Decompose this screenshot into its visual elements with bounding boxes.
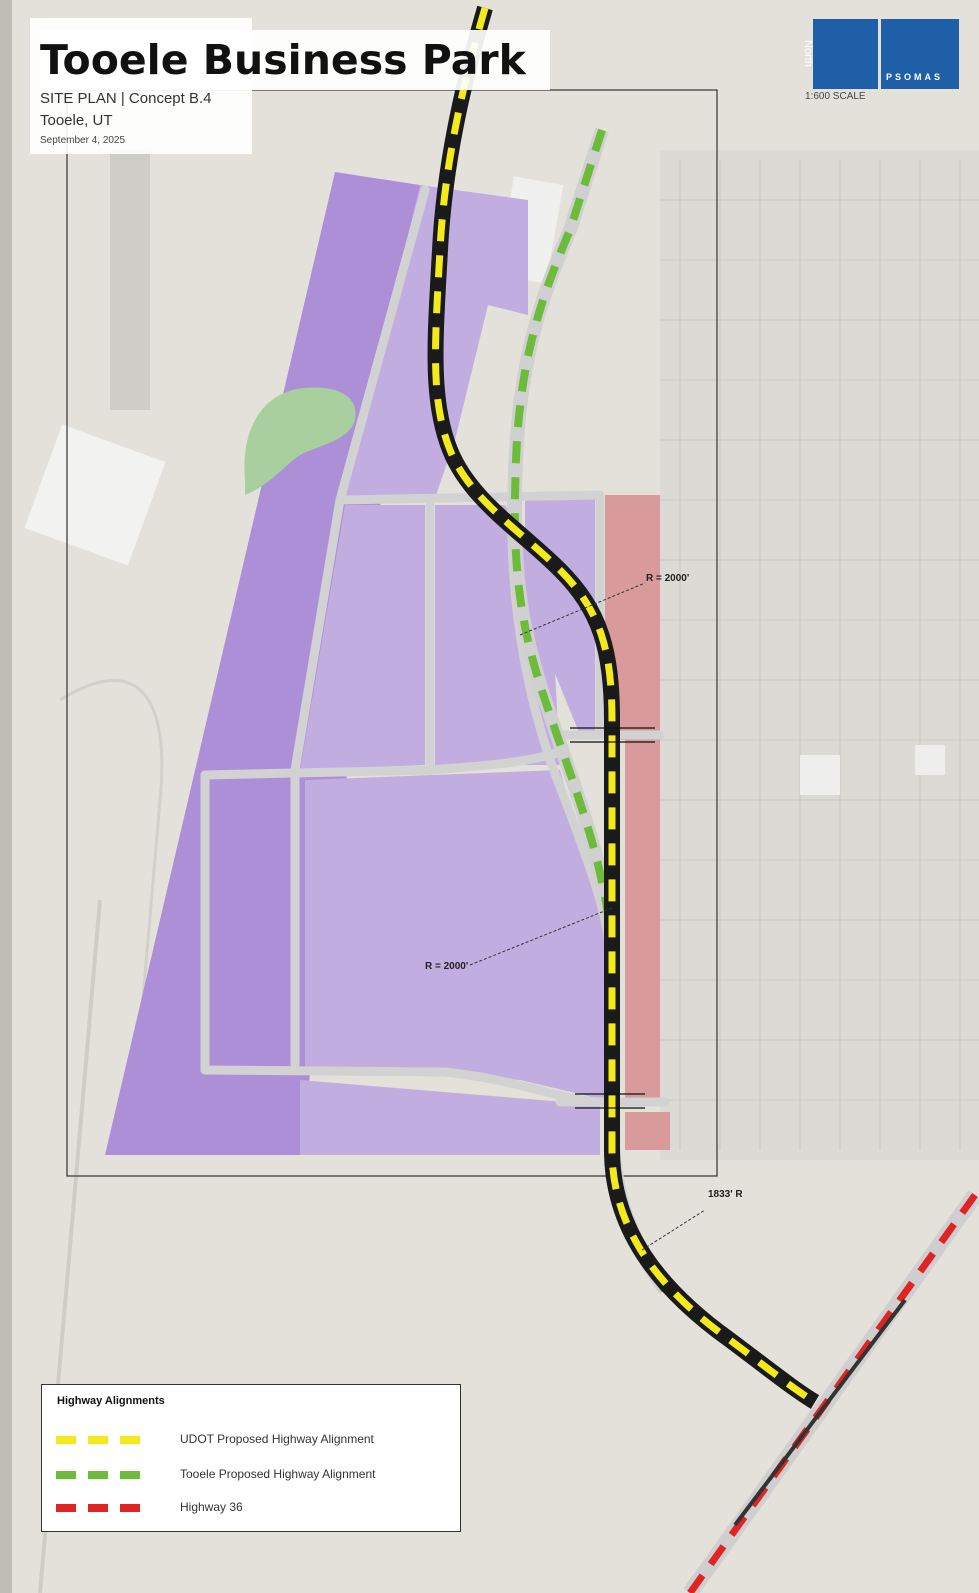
plan-subtitle: SITE PLAN | Concept B.4: [40, 90, 212, 107]
legend-label-udot: UDOT Proposed Highway Alignment: [180, 1432, 374, 1446]
radius-callout-south: R = 2000': [425, 961, 469, 972]
radius-leaders: [469, 582, 706, 1251]
parcel-mid-a: [300, 505, 425, 770]
legend-label-tooele: Tooele Proposed Highway Alignment: [180, 1467, 376, 1481]
parcel-south-strip: [300, 1080, 600, 1155]
legend-title: Highway Alignments: [57, 1395, 165, 1407]
legend-item-tooele: Tooele Proposed Highway Alignment: [56, 1466, 446, 1486]
parcel-pink-south: [625, 1112, 670, 1150]
highway-36: [683, 1190, 979, 1593]
legend-swatch-tooele: [56, 1471, 140, 1479]
legend-swatch-udot: [56, 1436, 140, 1444]
page-title: Tooele Business Park: [40, 30, 550, 90]
open-space-pond: [244, 387, 356, 495]
parcels: [105, 172, 670, 1155]
logo-text: PSOMAS: [886, 72, 944, 82]
plan-date: September 4, 2025: [40, 135, 126, 146]
legend-label-highway-36: Highway 36: [180, 1500, 243, 1514]
project-boundary: [66, 89, 718, 1177]
parcel-southwest: [210, 780, 290, 1065]
north-arrow-box: [813, 19, 878, 89]
scale-label: 1:600 SCALE: [805, 91, 866, 102]
legend-item-udot: UDOT Proposed Highway Alignment: [56, 1431, 446, 1451]
udot-alignment: [427, 5, 820, 1409]
legend-swatch-highway-36: [56, 1504, 140, 1512]
parcel-south-large: [305, 770, 605, 1100]
legend-item-highway-36: Highway 36: [56, 1499, 446, 1519]
radius-callout-north: R = 2000': [646, 573, 690, 584]
plan-location: Tooele, UT: [40, 112, 113, 129]
legend: Highway Alignments UDOT Proposed Highway…: [41, 1384, 461, 1532]
parcel-pink-east: [605, 495, 660, 1100]
psomas-logo: [881, 19, 959, 89]
radius-callout-bottom: 1833' R: [708, 1189, 743, 1200]
north-label: North: [802, 40, 814, 67]
intersection-marks: [570, 727, 655, 1109]
